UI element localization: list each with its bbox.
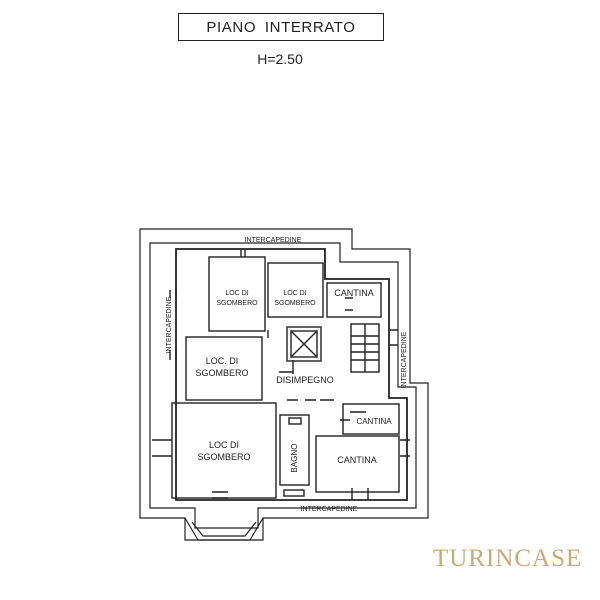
brand-logo: TURINCASE [433, 545, 583, 572]
label-intercapedine-top: INTERCAPEDINE [245, 237, 302, 244]
room-cantina-top [326, 282, 382, 318]
elevator [286, 326, 322, 362]
label-loc-2-b: SGOMBERO [274, 300, 316, 307]
label-cantina-top: CANTINA [334, 288, 374, 298]
label-loc-1-a: LOC DI [225, 290, 248, 297]
label-intercapedine-right: INTERCAPEDINE [401, 331, 408, 388]
elevator-cross [290, 330, 318, 358]
label-loc-2-a: LOC DI [283, 290, 306, 297]
label-cantina-mid: CANTINA [356, 417, 392, 426]
label-loc-3-a: LOC. DI [206, 356, 239, 366]
room-loc-3 [185, 336, 263, 401]
label-loc-1-b: SGOMBERO [216, 300, 258, 307]
label-cantina-big: CANTINA [337, 455, 377, 465]
outer-wall [139, 228, 429, 541]
label-intercapedine-left: INTERCAPEDINE [166, 296, 173, 353]
label-loc-3-b: SGOMBERO [195, 368, 248, 378]
label-disimpegno: DISIMPEGNO [276, 375, 334, 385]
ceiling-height: H=2.50 [257, 51, 303, 67]
label-intercapedine-bottom: INTERCAPEDINE [301, 506, 358, 513]
room-cantina-big [315, 435, 400, 493]
label-loc-4-a: LOC DI [209, 440, 239, 450]
room-cantina-mid [342, 403, 400, 435]
room-bagno [279, 414, 310, 486]
inner-wall [149, 242, 417, 529]
floor-title: PIANO INTERRATO [178, 13, 384, 41]
room-loc-2 [267, 262, 324, 318]
room-loc-1 [208, 256, 266, 332]
building-perimeter [175, 248, 408, 501]
label-loc-4-b: SGOMBERO [197, 452, 250, 462]
room-loc-4 [171, 402, 277, 499]
label-bagno: BAGNO [290, 444, 299, 473]
